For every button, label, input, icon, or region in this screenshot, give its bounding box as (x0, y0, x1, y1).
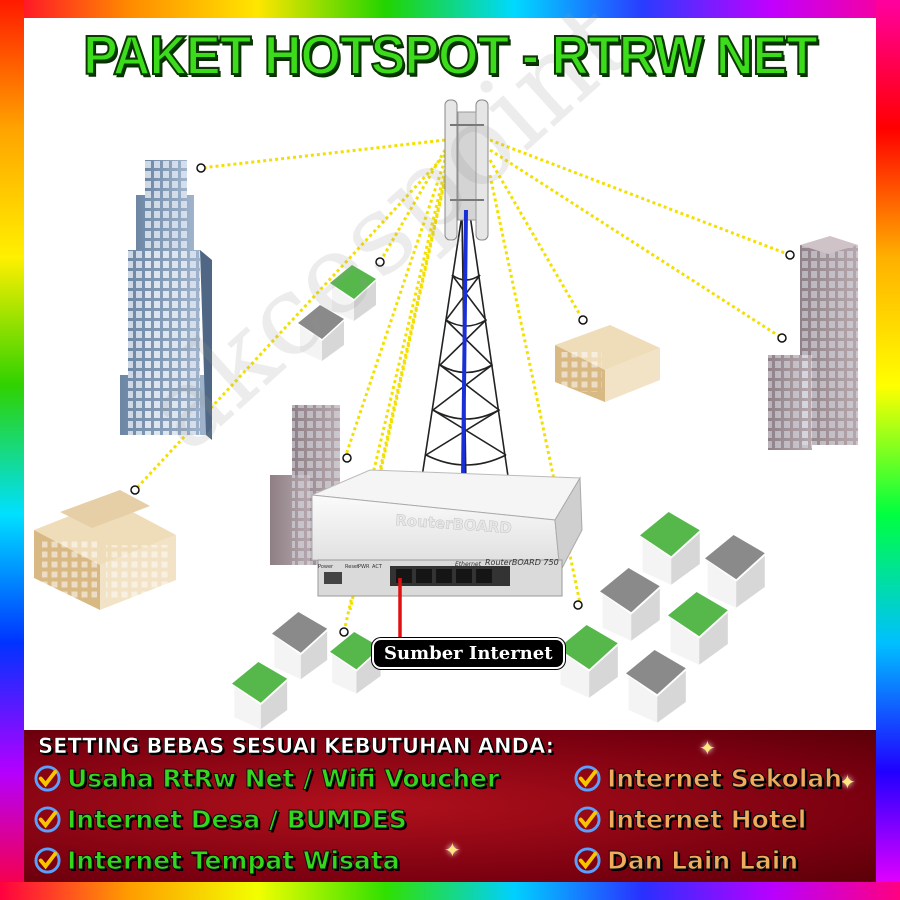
check-icon (34, 847, 61, 874)
feature-item: Internet Tempat Wisata (34, 846, 401, 876)
link-endpoint (785, 250, 795, 260)
check-icon (574, 847, 601, 874)
feature-item: Internet Sekolah (574, 764, 843, 794)
router-port-reset: Reset (345, 564, 359, 570)
rainbow-border-right (876, 0, 900, 900)
panel-heading: SETTING BEBAS SESUAI KEBUTUHAN ANDA: (38, 734, 555, 759)
house-green (558, 625, 618, 698)
sparkle-icon: ✦ (839, 770, 856, 794)
check-icon (34, 765, 61, 792)
router-model: RouterBOARD 750 (485, 558, 559, 567)
house-gray (272, 612, 328, 680)
house-gray (600, 568, 660, 641)
feature-label: Usaha RtRw Net / Wifi Voucher (66, 764, 500, 794)
page-title: PAKET HOTSPOT - RTRW NET (82, 25, 819, 88)
sector-antennas (444, 99, 489, 241)
sparkle-icon: ✦ (699, 736, 716, 760)
houses (232, 265, 765, 730)
link-line (200, 138, 446, 170)
rainbow-border-bottom (0, 882, 900, 900)
feature-label: Internet Sekolah (606, 764, 843, 794)
features-panel: SETTING BEBAS SESUAI KEBUTUHAN ANDA: ✦ ✦… (24, 730, 876, 882)
skyscraper-left (120, 160, 212, 440)
internet-source-label: Sumber Internet (372, 638, 565, 669)
house-gray (705, 535, 765, 608)
check-icon (574, 806, 601, 833)
router-port-pwr: PWR (358, 564, 370, 570)
feature-item: Dan Lain Lain (574, 846, 799, 876)
office-block-right (555, 325, 660, 402)
link-endpoint (342, 453, 352, 463)
router-device: RouterBOARD RouterBOARD 750 Power Reset … (310, 469, 583, 597)
feature-label: Internet Tempat Wisata (67, 846, 401, 876)
house-green (668, 592, 728, 665)
router-port-act: ACT (372, 564, 383, 570)
link-endpoint (777, 333, 787, 343)
house-green (640, 512, 700, 585)
link-endpoint (196, 163, 206, 173)
feature-item: Usaha RtRw Net / Wifi Voucher (34, 764, 500, 794)
link-line (488, 174, 582, 604)
house-gray (298, 305, 344, 361)
link-endpoint (130, 485, 140, 495)
check-icon (574, 765, 601, 792)
link-endpoint (573, 600, 583, 610)
router-port-power: Power (318, 564, 334, 570)
link-endpoint (339, 627, 349, 637)
sparkle-icon: ✦ (444, 838, 461, 862)
feature-item: Internet Hotel (574, 805, 807, 835)
check-icon (34, 806, 61, 833)
link-line (343, 159, 447, 459)
house-green (232, 662, 288, 730)
feature-label: Internet Desa / BUMDES (67, 805, 408, 835)
feature-label: Dan Lain Lain (606, 846, 799, 876)
link-line (488, 159, 585, 321)
rainbow-border-left (0, 0, 24, 900)
link-line (489, 148, 783, 340)
link-endpoint (578, 315, 588, 325)
link-endpoint (375, 257, 385, 267)
house-gray (626, 650, 686, 723)
office-block-left (34, 490, 176, 610)
feature-item: Internet Desa / BUMDES (34, 805, 408, 835)
house-green (330, 265, 376, 321)
link-line (370, 169, 447, 479)
feature-label: Internet Hotel (606, 805, 807, 835)
office-tower-right (768, 236, 858, 450)
router-port-ethernet: Ethernet (455, 561, 482, 568)
link-endpoints (130, 163, 795, 637)
